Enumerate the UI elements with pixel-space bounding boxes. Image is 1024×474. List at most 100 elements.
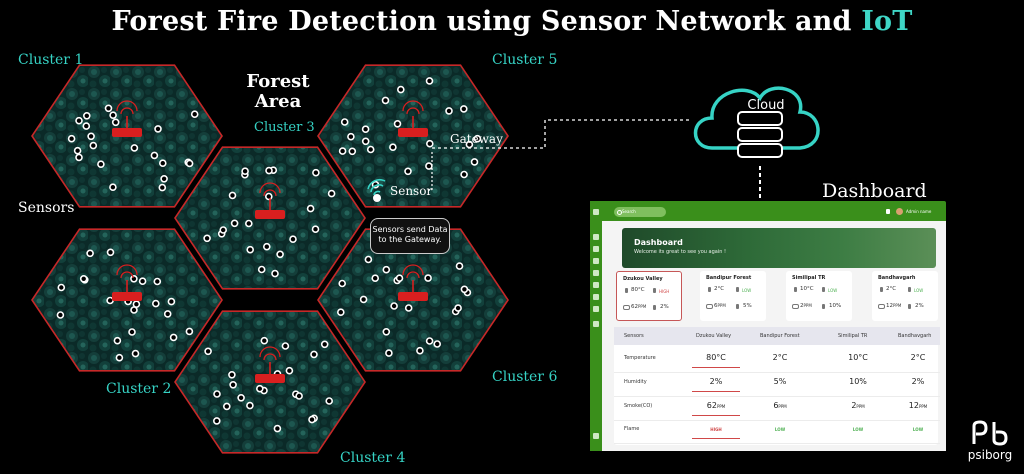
- sensor-node-icon: [310, 350, 318, 359]
- sensor-node-icon: [203, 234, 211, 243]
- gateway-router-icon: [255, 182, 285, 219]
- sensor-node-icon: [113, 336, 122, 345]
- bell-icon[interactable]: [886, 209, 890, 214]
- card-smoke: 62PPM: [631, 304, 647, 310]
- title-main: Forest Fire Detection using Sensor Netwo…: [111, 6, 852, 37]
- sensor-node-icon: [230, 219, 239, 228]
- settings-icon[interactable]: [593, 306, 599, 312]
- sensor-node-icon: [325, 397, 334, 405]
- table-cell: 2PPM: [851, 401, 865, 410]
- humidity-icon: [736, 304, 739, 309]
- card-status: LOW: [742, 288, 752, 293]
- highlight-sensor-icon: [373, 194, 381, 202]
- alert-underline: [692, 391, 740, 392]
- sensor-node-icon: [128, 328, 136, 336]
- table-cell: 2%: [709, 377, 723, 386]
- sensor-node-icon: [229, 380, 237, 389]
- title-accent: IoT: [861, 6, 913, 37]
- location-card[interactable]: Bandipur Forest 2°C LOW 6PPM 5%: [700, 271, 766, 321]
- gateway-cloud-link: [432, 119, 690, 149]
- card-smoke-unit: PPM: [893, 303, 902, 308]
- table-cell: 10%: [849, 377, 867, 386]
- table-cell: LOW: [852, 427, 864, 432]
- bubble-line2: to the Gateway.: [378, 235, 442, 244]
- sensor-node-icon: [454, 304, 462, 312]
- sensor-icon[interactable]: [593, 294, 599, 300]
- gateway-label: Gateway: [450, 132, 503, 146]
- sensor-node-icon: [336, 308, 345, 317]
- sensor-node-icon: [132, 300, 141, 309]
- grid-icon[interactable]: [593, 246, 599, 252]
- search-icon: [617, 210, 622, 215]
- sensor-node-icon: [111, 118, 120, 127]
- flame-icon: [822, 287, 825, 292]
- sensor-node-icon: [73, 146, 82, 155]
- map-icon[interactable]: [593, 270, 599, 276]
- sensor-node-icon: [131, 349, 140, 358]
- chart-icon[interactable]: [593, 258, 599, 264]
- sensor-node-icon: [281, 342, 290, 350]
- smoke-icon: [623, 305, 630, 310]
- alert-icon[interactable]: [593, 282, 599, 288]
- help-icon[interactable]: [593, 321, 599, 327]
- gateway-router-icon: [398, 100, 428, 137]
- location-card[interactable]: Dzukou Valley 80°C HIGH 62PPM 2%: [616, 271, 682, 321]
- sensor-node-icon: [204, 347, 212, 356]
- sensor-node-icon: [167, 297, 176, 306]
- alert-underline: [692, 367, 740, 368]
- sensor-node-icon: [459, 105, 468, 113]
- home-icon[interactable]: [593, 234, 599, 240]
- hero-title: Dashboard: [634, 238, 683, 247]
- card-name: Similipal TR: [792, 275, 826, 281]
- sensor-node-icon: [416, 346, 424, 355]
- thermometer-icon: [708, 287, 711, 292]
- logout-icon[interactable]: [593, 433, 599, 439]
- sensor-node-icon: [390, 302, 398, 310]
- card-smoke: 2PPM: [800, 303, 812, 309]
- location-card[interactable]: Similipal TR 10°C LOW 2PPM 10%: [786, 271, 852, 321]
- search-placeholder: Search: [622, 209, 636, 214]
- avatar[interactable]: [896, 208, 903, 215]
- sensor-node-icon: [213, 417, 221, 425]
- sensor-node-icon: [273, 424, 282, 433]
- search-input[interactable]: Search: [614, 207, 666, 217]
- location-card[interactable]: Bandhavgarh 2°C LOW 12PPM 2%: [872, 271, 938, 321]
- sensor-node-icon: [160, 175, 168, 183]
- sensor-node-icon: [460, 170, 468, 179]
- sensor-node-icon: [245, 219, 253, 228]
- user-name: Admin name: [906, 209, 932, 214]
- table-cell: 80°C: [706, 353, 726, 362]
- table-header-col4: Bandhavgarh: [898, 333, 932, 339]
- table-row-label: Humidity: [624, 379, 647, 385]
- sensor-node-icon: [130, 144, 139, 152]
- sensor-node-icon: [404, 304, 413, 312]
- sensor-node-icon: [153, 277, 162, 286]
- cluster-1-label: Cluster 1: [18, 52, 84, 68]
- table-cell: 2°C: [772, 353, 788, 362]
- sensor-node-icon: [338, 279, 347, 288]
- card-temp: 2°C: [714, 286, 725, 292]
- gateway-router-icon: [112, 264, 142, 301]
- sensor-node-icon: [381, 96, 390, 105]
- sensor-label: Sensor: [390, 184, 433, 198]
- table-cell-unit: PPM: [856, 404, 865, 409]
- card-temp: 10°C: [800, 286, 814, 292]
- logo-text: psiborg: [967, 448, 1013, 462]
- sensor-node-icon: [306, 204, 315, 213]
- sensor-node-icon: [219, 226, 227, 234]
- sensor-node-icon: [389, 143, 397, 151]
- sensor-node-icon: [87, 132, 95, 141]
- dashboard-mockup: Search Admin name Dashboard Welcome its …: [590, 201, 946, 451]
- bubble-line1: Sensors send Data: [372, 225, 448, 234]
- menu-icon[interactable]: [593, 209, 599, 215]
- table-cell: LOW: [912, 427, 924, 432]
- sensor-node-icon: [79, 274, 88, 283]
- sensor-node-icon: [104, 104, 113, 113]
- pb-logo-icon: [972, 420, 1008, 446]
- row-divider: [614, 443, 940, 444]
- sensor-node-icon: [56, 311, 65, 319]
- table-cell: HIGH: [710, 427, 722, 432]
- sensor-node-icon: [159, 159, 167, 167]
- table-cell: LOW: [774, 427, 786, 432]
